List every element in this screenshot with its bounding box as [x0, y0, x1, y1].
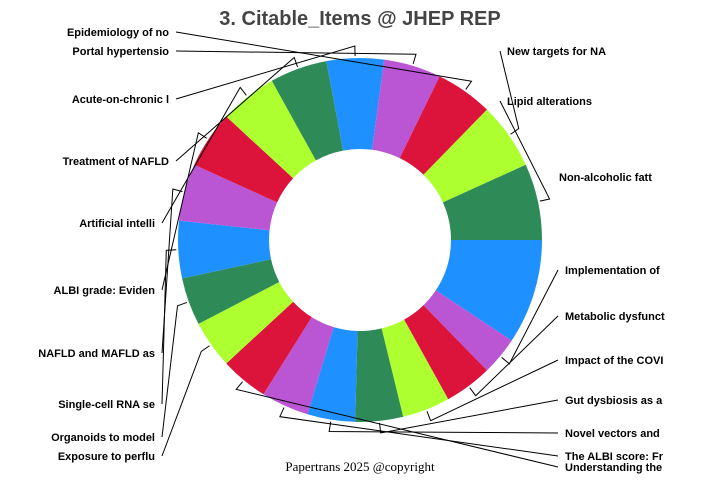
- slice-label: Novel vectors and: [565, 428, 660, 440]
- donut-slice[interactable]: [307, 327, 358, 422]
- donut-slice[interactable]: [442, 164, 542, 240]
- slice-label: Artificial intelli: [79, 218, 155, 230]
- leader-lines: [161, 31, 559, 468]
- donut-slice[interactable]: [226, 80, 316, 179]
- donut-slice[interactable]: [435, 240, 542, 341]
- leader-line: [469, 315, 559, 397]
- leader-line: [161, 301, 188, 438]
- donut-slice[interactable]: [404, 305, 487, 400]
- leader-line: [235, 381, 559, 468]
- slice-label: New targets for NA: [507, 46, 606, 58]
- leader-line: [175, 45, 356, 100]
- donut-slice[interactable]: [263, 317, 334, 415]
- leader-line: [175, 31, 473, 90]
- leader-line: [161, 249, 177, 405]
- slice-label: Impact of the COVI: [565, 355, 663, 367]
- slice-label: Metabolic dysfunct: [565, 311, 665, 323]
- leader-line: [161, 86, 247, 224]
- donut-slice[interactable]: [423, 109, 526, 203]
- donut-slice[interactable]: [179, 164, 278, 231]
- donut-slices: [178, 58, 542, 423]
- slice-label: Treatment of NAFLD: [63, 156, 169, 168]
- slice-label: ALBI grade: Eviden: [54, 285, 156, 297]
- slice-label: Gut dysbiosis as a: [565, 395, 663, 407]
- leader-line: [379, 399, 559, 434]
- slice-label: Single-cell RNA se: [58, 399, 155, 411]
- slice-label: Epidemiology of no: [67, 27, 169, 39]
- slice-label: NAFLD and MAFLD as: [38, 348, 155, 360]
- donut-slice[interactable]: [372, 59, 440, 159]
- donut-slice[interactable]: [178, 220, 272, 279]
- leader-line: [161, 188, 183, 354]
- leader-line: [426, 359, 559, 422]
- slice-label: Acute-on-chronic l: [72, 94, 169, 106]
- slice-label: Lipid alterations: [507, 96, 592, 108]
- donut-slice[interactable]: [423, 290, 512, 371]
- slice-label: Portal hypertensio: [72, 46, 169, 58]
- leader-line: [499, 100, 551, 202]
- slice-label: Organoids to model: [51, 432, 155, 444]
- donut-slice[interactable]: [198, 281, 294, 364]
- leader-line: [161, 345, 210, 457]
- leader-line: [499, 50, 520, 135]
- donut-slice[interactable]: [271, 61, 344, 161]
- slice-label: Implementation of: [565, 265, 660, 277]
- copyright-footer: Papertrans 2025 @copyright: [285, 459, 435, 474]
- donut-slice[interactable]: [182, 259, 280, 324]
- donut-slice[interactable]: [326, 58, 385, 151]
- slice-label: Exposure to perflu: [58, 451, 155, 463]
- chart-title: 3. Citable_Items @ JHEP REP: [219, 8, 500, 30]
- slice-label: The ALBI score: Fr: [565, 451, 664, 463]
- leader-line: [175, 50, 417, 64]
- donut-slice[interactable]: [399, 76, 487, 175]
- donut-slice[interactable]: [381, 319, 449, 417]
- slice-label: Non-alcoholic fatt: [559, 172, 652, 184]
- slice-label: Understanding the: [565, 462, 662, 474]
- donut-slice[interactable]: [226, 301, 312, 395]
- leader-line: [328, 421, 559, 434]
- leader-line: [279, 407, 559, 457]
- donut-slice[interactable]: [194, 116, 294, 203]
- donut-slice[interactable]: [355, 328, 404, 423]
